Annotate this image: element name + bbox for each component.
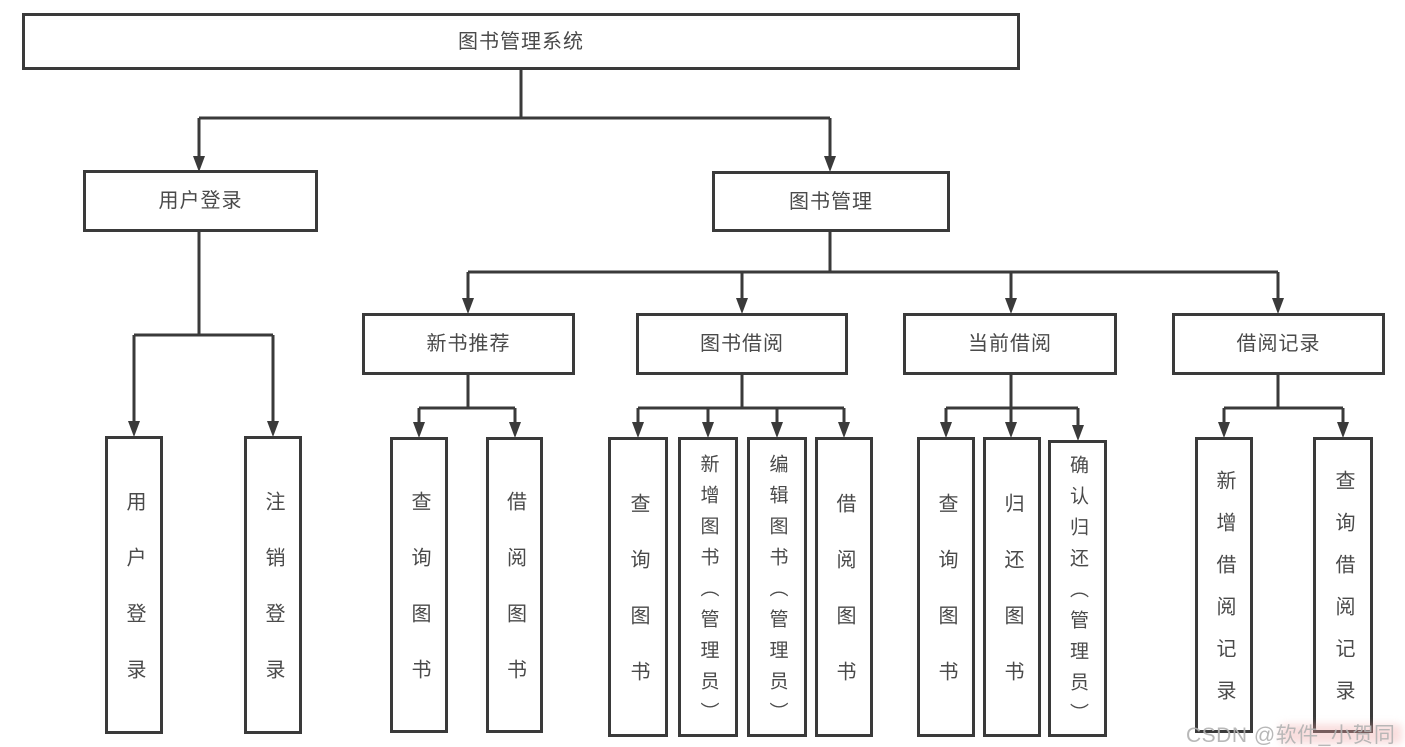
arrowhead: [1005, 422, 1017, 438]
arrowhead: [128, 421, 140, 437]
connector-book-mgmt: [466, 232, 1280, 301]
arrowhead: [1218, 422, 1230, 438]
connector-current-borrow: [944, 375, 1080, 428]
leaf-edit-book-admin: 编辑图书（管理员）: [747, 437, 807, 737]
leaf-borrow-books: 借阅图书: [815, 437, 873, 737]
leaf-add-borrow-record: 新增借阅记录: [1195, 437, 1253, 733]
connector-root: [197, 70, 832, 159]
arrowhead: [267, 421, 279, 437]
connector-new-book: [417, 375, 517, 425]
watermark-tint: [1280, 724, 1402, 744]
leaf-query-books-current: 查询图书: [917, 437, 975, 737]
arrowhead: [940, 422, 952, 438]
leaf-confirm-return-admin: 确认归还（管理员）: [1048, 440, 1107, 737]
arrowhead: [838, 422, 850, 438]
node-book-management: 图书管理: [712, 171, 950, 232]
leaf-logout: 注销登录: [244, 436, 302, 734]
leaf-query-books-recommend: 查询图书: [390, 437, 448, 733]
arrowhead: [632, 422, 644, 438]
node-current-borrow: 当前借阅: [903, 313, 1117, 375]
leaf-user-login: 用户登录: [105, 436, 163, 734]
leaf-query-books-borrow: 查询图书: [608, 437, 668, 737]
arrowhead: [1005, 298, 1017, 314]
csdn-watermark: CSDN @软件_小贺同学: [1186, 724, 1396, 747]
node-user-login-branch: 用户登录: [83, 170, 318, 232]
arrowhead: [1072, 425, 1084, 441]
leaf-add-book-admin: 新增图书（管理员）: [678, 437, 738, 737]
node-book-borrow: 图书借阅: [636, 313, 848, 375]
arrowhead-group: [128, 156, 1349, 441]
arrowhead: [1272, 298, 1284, 314]
arrowhead: [771, 422, 783, 438]
arrowhead: [1337, 422, 1349, 438]
node-borrow-records: 借阅记录: [1172, 313, 1385, 375]
leaf-query-borrow-record: 查询借阅记录: [1313, 437, 1373, 733]
connector-borrow-record: [1222, 375, 1345, 425]
node-new-book-recommend: 新书推荐: [362, 313, 575, 375]
leaf-borrow-books-recommend: 借阅图书: [486, 437, 543, 733]
connector-book-borrow: [636, 375, 846, 425]
arrowhead: [509, 422, 521, 438]
arrowhead: [736, 298, 748, 314]
arrowhead: [462, 298, 474, 314]
arrowhead: [193, 156, 205, 172]
arrowhead: [824, 156, 836, 172]
node-library-system: 图书管理系统: [22, 13, 1020, 70]
connector-user-login: [132, 232, 275, 424]
arrowhead: [702, 422, 714, 438]
leaf-return-book: 归还图书: [983, 437, 1041, 737]
arrowhead: [413, 422, 425, 438]
